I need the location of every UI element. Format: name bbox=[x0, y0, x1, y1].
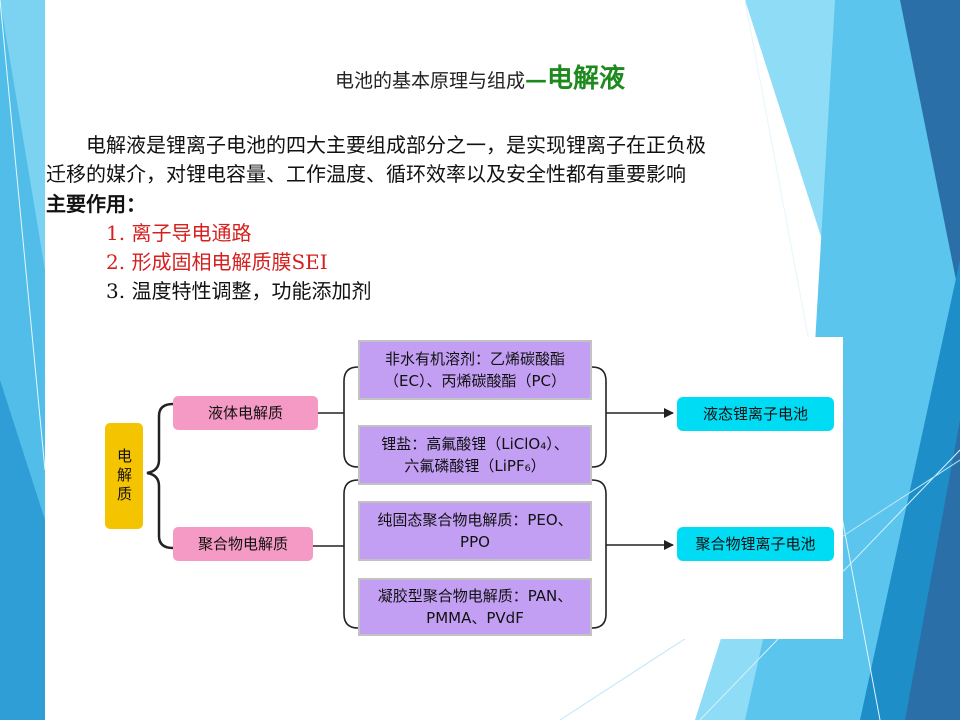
title-main: 电解液 bbox=[547, 64, 626, 94]
paragraph-line-1: 电解液是锂离子电池的四大主要组成部分之一，是实现锂离子在正负极 bbox=[86, 133, 706, 157]
polymer-battery-label: 聚合物锂离子电池 bbox=[695, 535, 816, 553]
liquid-electrolyte-label: 液体电解质 bbox=[207, 404, 283, 422]
lithium-salt-box: 锂盐：高氟酸锂（LiClO₄）、六氟磷酸锂（LiPF₆） bbox=[358, 425, 592, 485]
lithium-salt-label: 锂盐：高氟酸锂（LiClO₄）、六氟磷酸锂（LiPF₆） bbox=[381, 435, 569, 475]
polymer-electrolyte-label: 聚合物电解质 bbox=[197, 535, 288, 553]
polymer-electrolyte-box: 聚合物电解质 bbox=[173, 527, 313, 561]
diagram-connectors bbox=[146, 366, 674, 629]
gel-polymer-box: 凝胶型聚合物电解质：PAN、PMMA、PVdF bbox=[358, 578, 592, 636]
solid-polymer-box: 纯固态聚合物电解质：PEO、PPO bbox=[358, 501, 592, 561]
liquid-battery-label: 液态锂离子电池 bbox=[702, 405, 808, 423]
liquid-electrolyte-box: 液体电解质 bbox=[173, 396, 318, 430]
solid-polymer-label: 纯固态聚合物电解质：PEO、PPO bbox=[377, 511, 573, 551]
electrolyte-root-box: 电解质 bbox=[105, 423, 143, 529]
roles-heading: 主要作用： bbox=[46, 192, 146, 216]
electrolyte-root-label: 电解质 bbox=[115, 447, 133, 505]
role-item-2: 2. 形成固相电解质膜SEI bbox=[106, 250, 328, 274]
title-dash: — bbox=[525, 67, 547, 93]
slide-title: 电池的基本原理与组成—电解液 bbox=[0, 58, 960, 95]
liquid-battery-box: 液态锂离子电池 bbox=[677, 397, 834, 431]
title-prefix: 电池的基本原理与组成 bbox=[334, 70, 525, 92]
polymer-battery-box: 聚合物锂离子电池 bbox=[677, 527, 834, 561]
role-item-3: 3. 温度特性调整，功能添加剂 bbox=[106, 279, 372, 303]
solvent-box: 非水有机溶剂：乙烯碳酸酯（EC）、丙烯碳酸酯（PC） bbox=[358, 340, 592, 400]
role-item-1: 1. 离子导电通路 bbox=[106, 221, 252, 245]
electrolyte-diagram: 电解质 液体电解质 聚合物电解质 非水有机溶剂：乙烯碳酸酯（EC）、丙烯碳酸酯（… bbox=[95, 337, 843, 639]
gel-polymer-label: 凝胶型聚合物电解质：PAN、PMMA、PVdF bbox=[377, 587, 573, 627]
paragraph-line-2: 迁移的媒介，对锂电容量、工作温度、循环效率以及安全性都有重要影响 bbox=[46, 162, 686, 186]
solvent-label: 非水有机溶剂：乙烯碳酸酯（EC）、丙烯碳酸酯（PC） bbox=[384, 350, 566, 390]
